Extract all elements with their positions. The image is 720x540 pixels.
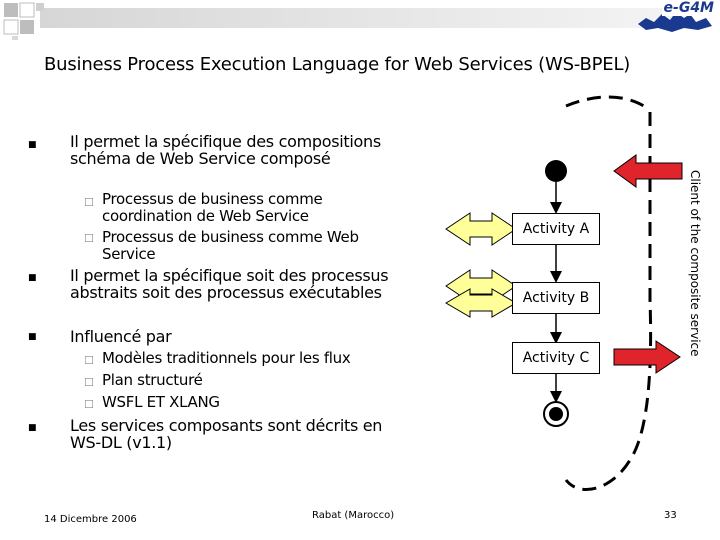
footer-location: Rabat (Marocco)	[312, 510, 395, 521]
bidirectional-arrow-icon	[445, 212, 517, 246]
sub-bullet-5: WSFL ET XLANG	[102, 393, 220, 411]
square-bullet-icon: ■	[28, 273, 37, 283]
bullet-3: Influencé par	[70, 327, 172, 346]
bullet-2: Il permet la spécifique soit des process…	[70, 266, 389, 302]
sub-bullet-3: Modèles traditionnels pour les flux	[102, 349, 351, 367]
logo: e-G4M	[636, 0, 716, 34]
hollow-square-bullet-icon: ☐	[84, 354, 94, 367]
sub-bullet-2: Processus de business comme Web Service	[102, 228, 359, 263]
sub-bullet-4: Plan structuré	[102, 371, 203, 389]
page-number: 33	[664, 510, 677, 521]
square-bullet-icon: ■	[28, 423, 37, 433]
footer-date: 14 Dicembre 2006	[44, 514, 137, 525]
slide-title: Business Process Execution Language for …	[44, 54, 631, 75]
hollow-square-bullet-icon: ☐	[84, 232, 94, 245]
sub-bullet-1: Processus de business comme coordination…	[102, 190, 323, 225]
hollow-square-bullet-icon: ☐	[84, 376, 94, 389]
square-bullet-icon: ■	[28, 140, 37, 150]
hollow-square-bullet-icon: ☐	[84, 196, 94, 209]
activity-a: Activity A	[512, 213, 600, 245]
activity-b: Activity B	[512, 282, 600, 314]
bullet-1: Il permet la spécifique des compositions…	[70, 132, 381, 168]
header-decoration	[3, 2, 680, 40]
client-loop-line	[564, 112, 653, 491]
client-label: Client of the composite service	[688, 170, 702, 357]
client-loop-line	[565, 95, 651, 112]
logo-text: e-G4M	[661, 0, 716, 16]
bullet-4: Les services composants sont décrits en …	[70, 416, 383, 452]
hollow-square-bullet-icon: ☐	[84, 398, 94, 411]
outgoing-arrow-icon	[613, 340, 681, 374]
activity-c: Activity C	[512, 342, 600, 374]
incoming-arrow-icon	[613, 154, 683, 188]
square-bullet-icon: ■	[28, 332, 37, 342]
europe-map-icon	[638, 12, 712, 32]
start-node-icon	[545, 160, 567, 182]
